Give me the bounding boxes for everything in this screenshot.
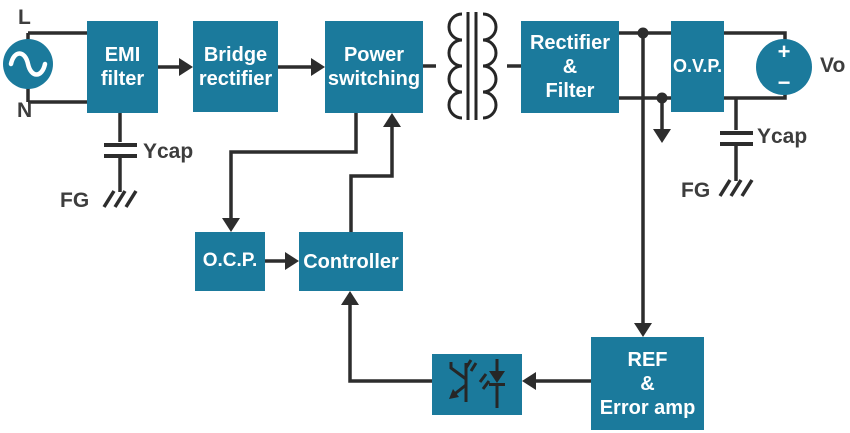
block-ref-error-amp-label: REF & Error amp: [599, 348, 696, 419]
ground-right-icon: [718, 179, 754, 197]
label-fg-left: FG: [60, 189, 90, 212]
ycap-right-capacitor-icon: [720, 98, 753, 181]
wire-controller-to-power: [349, 113, 401, 232]
label-plus-terminal: +: [777, 39, 791, 64]
block-ocp-label: O.C.P.: [202, 250, 258, 272]
phototransistor-icon: [449, 359, 478, 402]
label-vout: Vo: [820, 54, 846, 77]
block-controller: Controller: [299, 232, 403, 291]
label-line-l: L: [18, 6, 31, 29]
block-power-switching-label: Power switching: [327, 44, 421, 90]
block-controller-label: Controller: [303, 250, 399, 273]
block-ovp: O.V.P.: [671, 21, 724, 112]
led-icon: [478, 359, 505, 408]
ac-source-icon: [3, 39, 53, 89]
optocoupler-icon: [432, 354, 522, 415]
primary-winding: [447, 12, 463, 120]
label-ycap-right: Ycap: [757, 125, 808, 148]
label-ycap-left: Ycap: [143, 140, 194, 163]
block-emi-filter-label: EMI filter: [100, 44, 145, 90]
output-return-arrow: [653, 98, 671, 143]
block-ocp: O.C.P.: [195, 232, 265, 291]
block-emi-filter: EMI filter: [87, 21, 158, 113]
vout-source-icon: [756, 39, 812, 95]
block-bridge-rectifier: Bridge rectifier: [193, 21, 278, 112]
label-minus-terminal: −: [777, 70, 791, 95]
block-bridge-rectifier-label: Bridge rectifier: [198, 43, 273, 90]
ground-left-icon: [102, 190, 138, 208]
wire-power-to-ocp: [222, 113, 358, 232]
label-neutral-n: N: [17, 99, 33, 122]
block-power-switching: Power switching: [325, 21, 423, 113]
wire-opto-to-controller: [341, 291, 432, 383]
arrow-bridge-to-power: [278, 58, 325, 76]
block-rectifier-filter: Rectifier & Filter: [521, 21, 619, 113]
block-ref-error-amp: REF & Error amp: [591, 337, 704, 430]
transformer-icon: [423, 12, 521, 120]
transformer-core: [466, 12, 478, 120]
block-ovp-label: O.V.P.: [672, 55, 723, 76]
arrow-ocp-to-controller: [265, 252, 299, 270]
arrow-ref-to-opto: [522, 372, 592, 390]
block-rectifier-filter-label: Rectifier & Filter: [529, 32, 611, 102]
arrow-emi-to-bridge: [158, 58, 193, 76]
ycap-left-capacitor-icon: [104, 113, 137, 192]
label-fg-right: FG: [681, 179, 711, 202]
feedback-sense-line: [634, 33, 652, 337]
secondary-winding: [482, 12, 498, 120]
